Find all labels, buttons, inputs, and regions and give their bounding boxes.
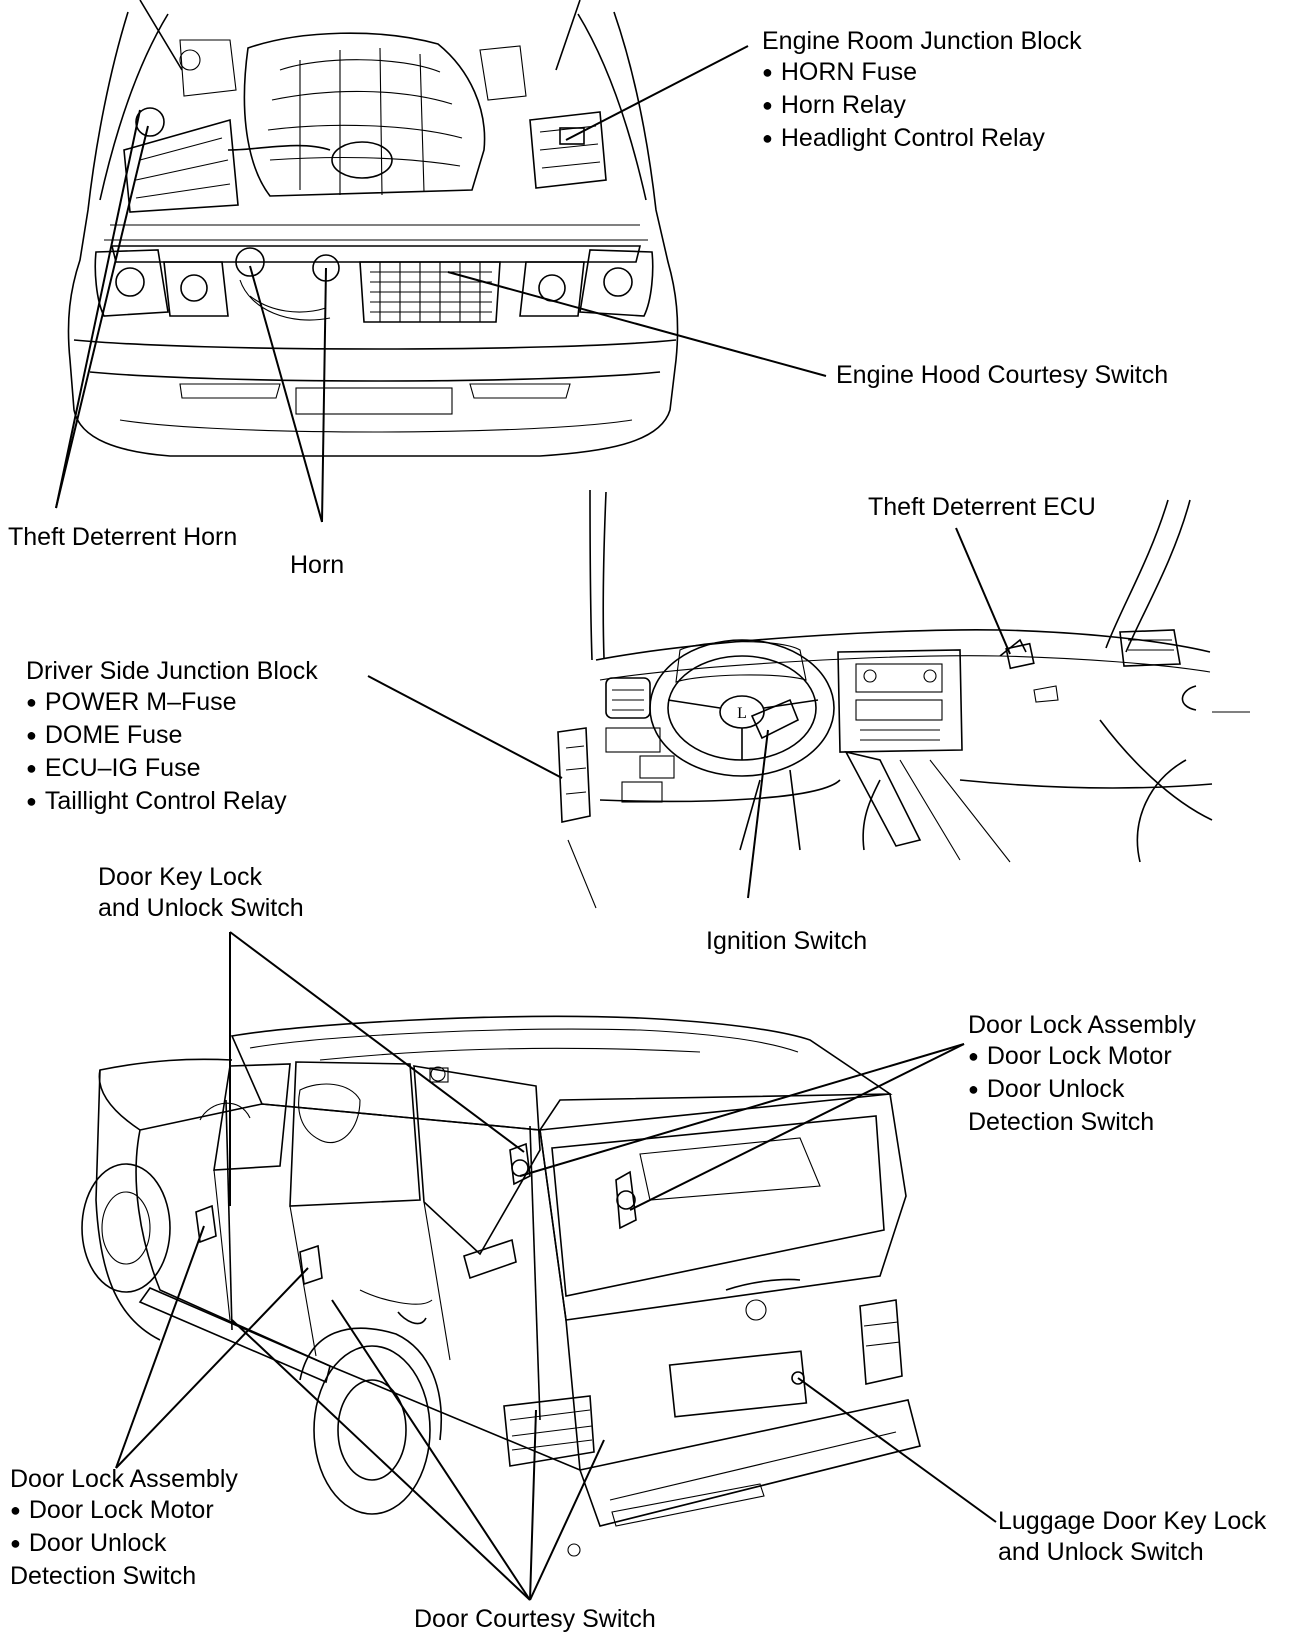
door-key-lock-switch-line1: Door Key Lock [98,863,262,891]
door-lock-assembly-rear-items: Door Lock Motor Door Unlock [968,1041,1196,1107]
detection-switch-rear-text: Detection Switch [968,1108,1155,1136]
theft-deterrent-ecu-label: Theft Deterrent ECU [868,493,1096,521]
door-lock-assembly-rear-title: Door Lock Assembly [968,1011,1196,1039]
taillight-control-relay-item: Taillight Control Relay [26,786,318,819]
theft-deterrent-horn-label: Theft Deterrent Horn [8,523,238,551]
dashboard-illustration: L [557,489,1250,909]
driver-side-junction-block-label: Driver Side Junction Block POWER M–Fuse … [26,656,318,819]
vehicle-illustration [81,1015,921,1557]
luggage-door-key-lock-line1: Luggage Door Key Lock [998,1507,1267,1535]
door-key-lock-switch-line2: and Unlock Switch [98,894,304,922]
svg-text:L: L [737,705,747,722]
power-m-fuse-item: POWER M–Fuse [26,687,318,720]
engine-bay-illustration [67,0,679,457]
door-lock-motor-front-item: Door Lock Motor [10,1495,238,1528]
door-lock-assembly-rear-label: Door Lock Assembly Door Lock Motor Door … [968,1010,1196,1138]
luggage-door-key-lock-switch-label: Luggage Door Key Lock and Unlock Switch [998,1506,1266,1568]
engine-room-junction-block-label: Engine Room Junction Block HORN Fuse Hor… [762,26,1082,156]
detection-switch-front-text: Detection Switch [10,1562,197,1590]
door-unlock-front-item: Door Unlock [10,1528,238,1561]
door-lock-motor-rear-item: Door Lock Motor [968,1041,1196,1074]
door-lock-assembly-front-items: Door Lock Motor Door Unlock [10,1495,238,1561]
door-lock-assembly-front-label: Door Lock Assembly Door Lock Motor Door … [10,1464,238,1592]
horn-label: Horn [290,551,345,579]
horn-fuse-item: HORN Fuse [762,57,1082,90]
horn-relay-item: Horn Relay [762,90,1082,123]
ecu-ig-fuse-item: ECU–IG Fuse [26,753,318,786]
luggage-door-key-lock-line2: and Unlock Switch [998,1538,1204,1566]
engine-room-junction-block-items: HORN Fuse Horn Relay Headlight Control R… [762,57,1082,156]
headlight-control-relay-item: Headlight Control Relay [762,123,1082,156]
door-key-lock-switch-label: Door Key Lock and Unlock Switch [98,862,304,924]
engine-hood-courtesy-switch-label: Engine Hood Courtesy Switch [836,361,1169,389]
driver-side-junction-block-items: POWER M–Fuse DOME Fuse ECU–IG Fuse Taill… [26,687,318,819]
door-unlock-rear-item: Door Unlock [968,1074,1196,1107]
leader-lines [55,45,1011,1601]
ignition-switch-label: Ignition Switch [706,927,868,955]
door-courtesy-switch-label: Door Courtesy Switch [414,1605,656,1633]
door-lock-assembly-front-title: Door Lock Assembly [10,1465,238,1493]
driver-side-junction-block-title: Driver Side Junction Block [26,657,318,685]
engine-room-junction-block-title: Engine Room Junction Block [762,27,1082,55]
dome-fuse-item: DOME Fuse [26,720,318,753]
